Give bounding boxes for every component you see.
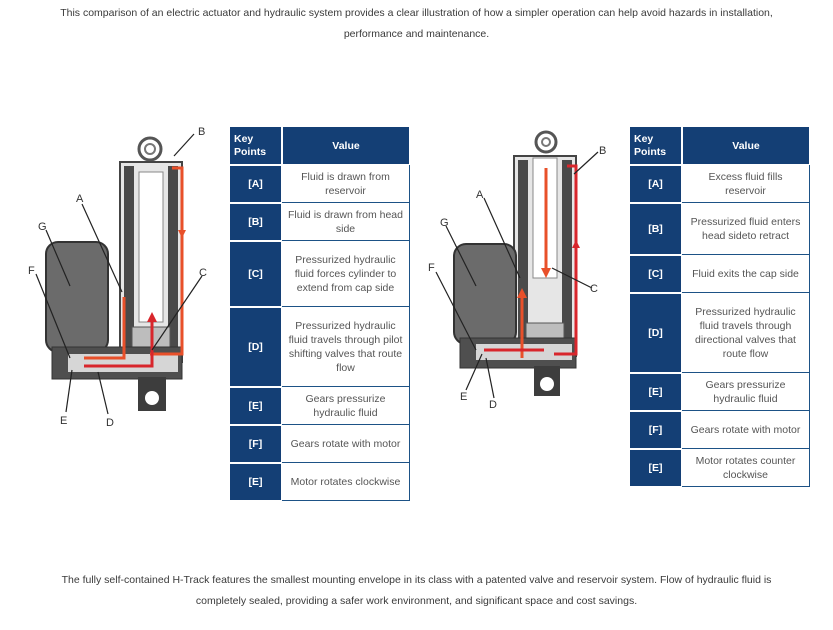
actuator-extend-diagram: B A G F C E D xyxy=(28,126,207,429)
row-key: [A] xyxy=(629,165,682,203)
table-row: [F] Gears rotate with motor xyxy=(629,411,810,449)
diagram-label-e: E xyxy=(60,415,67,427)
row-value: Gears pressurize hydraulic fluid xyxy=(282,387,410,425)
row-value: Excess fluid fills reservoir xyxy=(682,165,810,203)
table-row: [E] Gears pressurize hydraulic fluid xyxy=(629,373,810,411)
diagram-label-g: G xyxy=(440,217,449,229)
row-key: [D] xyxy=(629,293,682,373)
table-row: [D] Pressurized hydraulic fluid travels … xyxy=(629,293,810,373)
row-value: Motor rotates clockwise xyxy=(282,463,410,501)
table-row: [E] Motor rotates counter clockwise xyxy=(629,449,810,487)
row-value: Motor rotates counter clockwise xyxy=(682,449,810,487)
table-row: [F] Gears rotate with motor xyxy=(229,425,410,463)
table-row: [B] Fluid is drawn from head side xyxy=(229,203,410,241)
header-value: Value xyxy=(682,126,810,165)
diagram-label-d: D xyxy=(106,417,114,429)
key-points-table-retract: Key Points Value [A] Excess fluid fills … xyxy=(629,126,810,487)
row-key: [E] xyxy=(229,463,282,501)
diagram-label-a: A xyxy=(476,189,484,201)
diagram-label-b: B xyxy=(599,145,606,157)
diagram-label-f: F xyxy=(28,265,35,277)
row-value: Gears rotate with motor xyxy=(682,411,810,449)
row-key: [F] xyxy=(629,411,682,449)
table-row: [E] Gears pressurize hydraulic fluid xyxy=(229,387,410,425)
header-key-points: Key Points xyxy=(229,126,282,165)
table-row: [D] Pressurized hydraulic fluid travels … xyxy=(229,307,410,387)
diagram-label-f: F xyxy=(428,262,435,274)
row-key: [C] xyxy=(229,241,282,307)
table-row: [E] Motor rotates clockwise xyxy=(229,463,410,501)
row-value: Pressurized hydraulic fluid travels thro… xyxy=(682,293,810,373)
row-value: Pressurized fluid enters head sideto ret… xyxy=(682,203,810,255)
table-row: [A] Excess fluid fills reservoir xyxy=(629,165,810,203)
row-key: [F] xyxy=(229,425,282,463)
key-points-table-extend: Key Points Value [A] Fluid is drawn from… xyxy=(229,126,410,501)
table-row: [C] Fluid exits the cap side xyxy=(629,255,810,293)
intro-caption: This comparison of an electric actuator … xyxy=(60,7,773,40)
row-value: Gears rotate with motor xyxy=(282,425,410,463)
diagram-label-e: E xyxy=(460,391,467,403)
row-value: Fluid is drawn from head side xyxy=(282,203,410,241)
diagram-label-c: C xyxy=(590,283,598,295)
diagram-label-a: A xyxy=(76,193,84,205)
table-row: [B] Pressurized fluid enters head sideto… xyxy=(629,203,810,255)
row-value: Fluid is drawn from reservoir xyxy=(282,165,410,203)
diagram-label-g: G xyxy=(38,221,47,233)
row-value: Fluid exits the cap side xyxy=(682,255,810,293)
header-value: Value xyxy=(282,126,410,165)
row-key: [D] xyxy=(229,307,282,387)
row-key: [E] xyxy=(629,373,682,411)
row-key: [B] xyxy=(629,203,682,255)
diagram-label-d: D xyxy=(489,399,497,411)
diagram-label-c: C xyxy=(199,267,207,279)
row-key: [E] xyxy=(229,387,282,425)
table-row: [C] Pressurized hydraulic fluid forces c… xyxy=(229,241,410,307)
row-value: Pressurized hydraulic fluid forces cylin… xyxy=(282,241,410,307)
header-key-points: Key Points xyxy=(629,126,682,165)
diagram-label-b: B xyxy=(198,126,205,138)
row-value: Gears pressurize hydraulic fluid xyxy=(682,373,810,411)
outro-caption: The fully self-contained H-Track feature… xyxy=(61,574,772,607)
row-key: [E] xyxy=(629,449,682,487)
row-key: [C] xyxy=(629,255,682,293)
row-key: [A] xyxy=(229,165,282,203)
table-row: [A] Fluid is drawn from reservoir xyxy=(229,165,410,203)
row-key: [B] xyxy=(229,203,282,241)
actuator-retract-diagram: B A G F C E D xyxy=(428,130,606,411)
row-value: Pressurized hydraulic fluid travels thro… xyxy=(282,307,410,387)
